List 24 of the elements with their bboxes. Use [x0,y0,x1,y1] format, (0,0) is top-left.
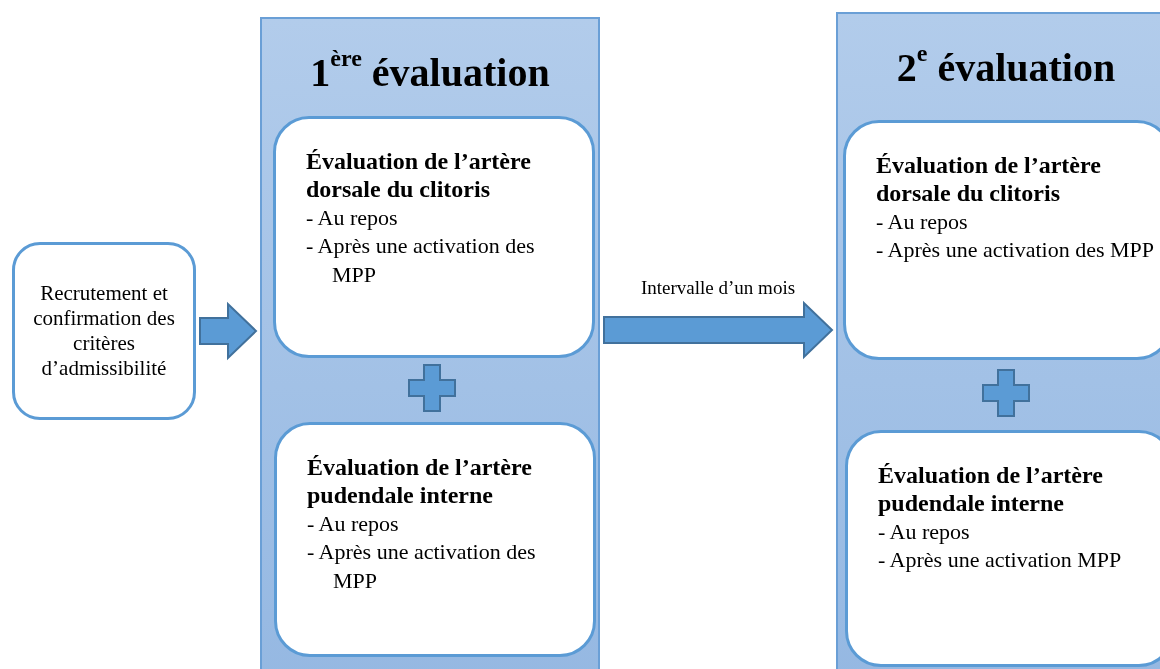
box-heading: Évaluation de l’artère dorsale du clitoris [306,147,532,204]
assessment-box [273,116,595,358]
box-heading: Évaluation de l’artère pudendale interne [307,453,533,510]
bullet-item: - Après une activation des MPP [307,538,537,595]
assessment-box [274,422,596,657]
bullet-item: - Après une activation des MPP [876,236,1156,265]
bullet-item: - Au repos [878,517,971,546]
block-arrow [603,300,834,360]
bullet-item: - Au repos [306,203,399,232]
box-heading: Évaluation de l’artère pudendale interne [878,461,1104,518]
process-box [12,242,196,420]
bullet-item: - Après une activation MPP [878,546,1123,575]
evaluation-panel [836,12,1160,669]
bullet-item: - Au repos [876,207,969,236]
panel-title: 2$^{e}$ évaluation [895,44,1117,91]
block-arrow [199,301,258,361]
bullet-item: - Au repos [307,509,400,538]
box-text: Recrutement et confirmation des critères d’admissibilité [32,280,176,382]
evaluation-panel [260,17,600,669]
assessment-box [845,430,1160,667]
assessment-box [843,120,1160,360]
bullet-item: - Après une activation des MPP [306,232,536,289]
panel-title: 1$^{ère}$ évaluation [309,49,551,96]
box-heading: Évaluation de l’artère dorsale du clitoris [876,151,1102,208]
